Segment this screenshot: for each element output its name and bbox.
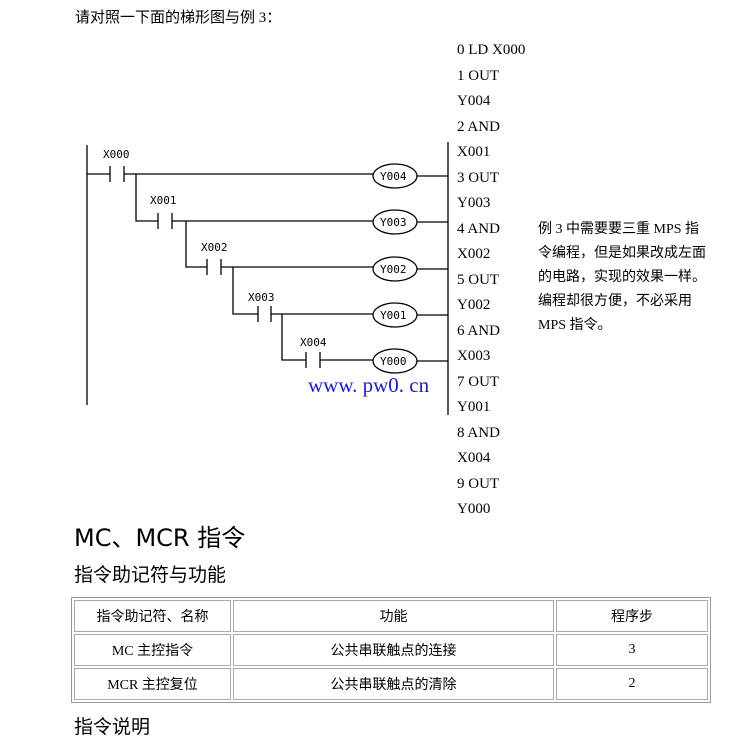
instruction-line: 9 OUT: [457, 475, 500, 492]
rung-5: [281, 314, 448, 374]
table-header-row: 指令助记符、名称 功能 程序步: [74, 600, 708, 632]
contact-label: X003: [248, 291, 275, 304]
rung-1: [87, 163, 448, 189]
coil-label: Y002: [380, 263, 407, 276]
section-heading: MC、MCR 指令: [74, 524, 246, 552]
instruction-line: X003: [457, 348, 491, 364]
table-cell: 3: [556, 634, 708, 666]
explanation-note: 例 3 中需要要三重 MPS 指令编程，但是如果改成左面的电路，实现的效果一样。…: [538, 222, 706, 333]
contact-label: X000: [103, 148, 130, 161]
table-cell: MC 主控指令: [74, 634, 231, 666]
table-cell: MCR 主控复位: [74, 668, 231, 700]
instruction-line: Y004: [457, 93, 491, 109]
table-row: MC 主控指令 公共串联触点的连接 3: [74, 634, 708, 666]
coil-label: Y004: [380, 170, 407, 183]
table-row: MCR 主控复位 公共串联触点的清除 2: [74, 668, 708, 700]
instruction-line: X002: [457, 246, 491, 262]
coil-label: Y003: [380, 216, 407, 229]
table-cell: 公共串联触点的连接: [233, 634, 554, 666]
instruction-line: Y001: [457, 399, 491, 415]
contact-label: X002: [201, 241, 228, 254]
instruction-list: 0 LD X000 1 OUT Y004 2 AND X001 3 OUT Y0…: [457, 38, 525, 523]
intro-text: 请对照一下面的梯形图与例 3：: [75, 10, 282, 26]
coil-label: Y000: [380, 355, 407, 368]
header-cell: 功能: [233, 600, 554, 632]
instruction-line: 1 OUT: [457, 67, 500, 84]
instruction-line: 6 AND: [457, 322, 500, 339]
table-cell: 公共串联触点的清除: [233, 668, 554, 700]
rung-2: [135, 174, 448, 235]
instruction-line: 2 AND: [457, 118, 500, 135]
ladder-diagram: X000 X001 X002 X003 X004 Y004 Y003 Y002 …: [86, 142, 449, 415]
table-cell: 2: [556, 668, 708, 700]
instruction-table: 指令助记符、名称 功能 程序步 MC 主控指令 公共串联触点的连接 3 MCR …: [71, 597, 711, 703]
instruction-line: Y000: [457, 501, 491, 517]
rung-4: [232, 267, 448, 328]
watermark: www. pw0. cn: [308, 373, 430, 397]
subsection-heading: 指令助记符与功能: [74, 564, 227, 586]
instruction-line: 5 OUT: [457, 271, 500, 288]
instruction-line: X004: [457, 450, 491, 466]
rung-3: [185, 221, 448, 282]
instruction-line: 8 AND: [457, 424, 500, 441]
instruction-line: X001: [457, 144, 491, 160]
instruction-line: 4 AND: [457, 220, 500, 237]
instruction-line: Y002: [457, 297, 491, 313]
coil-label: Y001: [380, 309, 407, 322]
header-cell: 指令助记符、名称: [74, 600, 231, 632]
instruction-line: 7 OUT: [457, 373, 500, 390]
subsection-heading: 指令说明: [74, 716, 151, 738]
header-cell: 程序步: [556, 600, 708, 632]
instruction-line: 3 OUT: [457, 169, 500, 186]
contact-label: X004: [300, 336, 327, 349]
contact-label: X001: [150, 194, 177, 207]
instruction-line: 0 LD X000: [457, 42, 526, 58]
instruction-line: Y003: [457, 195, 491, 211]
